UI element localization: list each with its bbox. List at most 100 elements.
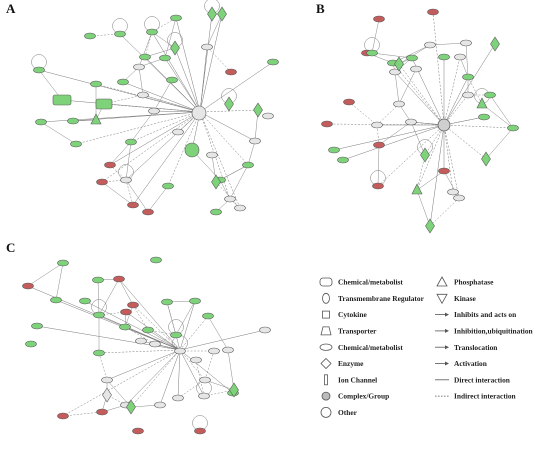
edge [175,17,201,113]
node-b22 [406,54,418,62]
edge [38,69,201,113]
legend-item-enzyme: Enzyme [320,357,364,370]
node-a24 [210,208,222,216]
node-c27 [154,401,166,409]
edge [95,83,201,113]
node-a3 [207,6,217,22]
tall-ellipse-icon [322,292,330,304]
edge [27,262,64,287]
edge [40,121,77,145]
nodes-c [22,256,271,435]
edge [199,61,274,113]
edge [103,94,144,105]
edge [109,111,201,166]
legend-label-other: Other [338,408,358,417]
node-b25 [478,113,490,121]
node-c40 [102,387,112,403]
node-a15 [170,14,182,22]
node-c30 [208,347,220,355]
edge [132,304,149,331]
node-b10 [410,65,422,73]
legend-item-inhibits: Inhibits and acts on [435,310,516,319]
node-c28 [174,347,186,355]
edge [179,315,209,351]
node-c11 [50,296,62,304]
node-c10 [25,340,37,348]
network-panel-c: C [6,240,271,435]
node-a30 [217,6,227,22]
edge [101,181,134,206]
edge [371,18,380,54]
node-c25 [101,376,113,384]
edge [144,31,153,58]
edge [199,111,249,166]
nodes-b [321,8,519,234]
node-b5 [373,141,385,149]
arrow-solid-bar-icon [435,312,449,317]
node-a28 [267,58,279,66]
legend-item-chemical2: Chemical/metabolist [319,343,403,352]
edge [98,278,120,316]
node-a10 [96,178,108,186]
node-a44 [201,43,213,51]
edge [84,300,181,351]
edge [147,185,169,213]
node-c31 [135,337,147,345]
edge [443,56,461,126]
node-a9 [142,208,154,216]
node-c29 [190,356,202,364]
edge [144,56,201,113]
edge [164,57,201,113]
node-a12 [84,32,96,40]
node-c32 [149,340,161,348]
node-b2 [427,8,439,16]
legend-label-direct: Direct interaction [454,375,510,384]
arrow-solid-icon [435,345,449,350]
nodes-a [33,6,279,216]
node-b11 [424,41,436,49]
node-b34 [490,36,500,52]
node-b9 [389,68,401,76]
edge [206,13,223,48]
legend-item-activation: Activation [435,359,487,368]
panel-letter-b: B [316,1,325,16]
node-b19 [371,121,383,129]
legend-label-kinase: Kinase [454,294,476,303]
node-a20 [90,80,102,88]
edge [398,63,445,126]
diamond-icon [320,357,332,370]
edge [55,299,181,351]
triangle-down-icon [436,293,448,305]
node-a5 [184,142,200,158]
node-c37 [199,376,211,384]
node-a35 [125,138,137,146]
edge [174,47,201,113]
node-a46 [120,176,132,184]
edge [229,164,249,200]
node-b15 [462,91,474,99]
edge [61,99,201,113]
node-a14 [146,28,158,36]
node-c3 [57,412,69,420]
node-c20 [161,298,173,306]
edge [378,121,412,146]
edge [443,124,454,193]
edge [204,350,215,381]
edge [177,349,181,399]
node-b20 [366,49,378,57]
node-b12 [393,100,405,108]
legend-label-inhibits: Inhibits and acts on [454,310,516,319]
edge [55,262,64,301]
edge [97,279,100,316]
legend-item-chemical: Chemical/metabolist [319,277,403,287]
legend-item-translocation: Translocation [435,343,497,352]
node-b16 [460,39,472,47]
node-b32 [481,151,491,167]
edges-c [27,262,266,431]
triangle-up-icon [436,276,448,287]
node-c22 [202,312,214,320]
node-a18 [70,140,82,148]
edge [465,42,469,78]
edge [124,326,181,351]
